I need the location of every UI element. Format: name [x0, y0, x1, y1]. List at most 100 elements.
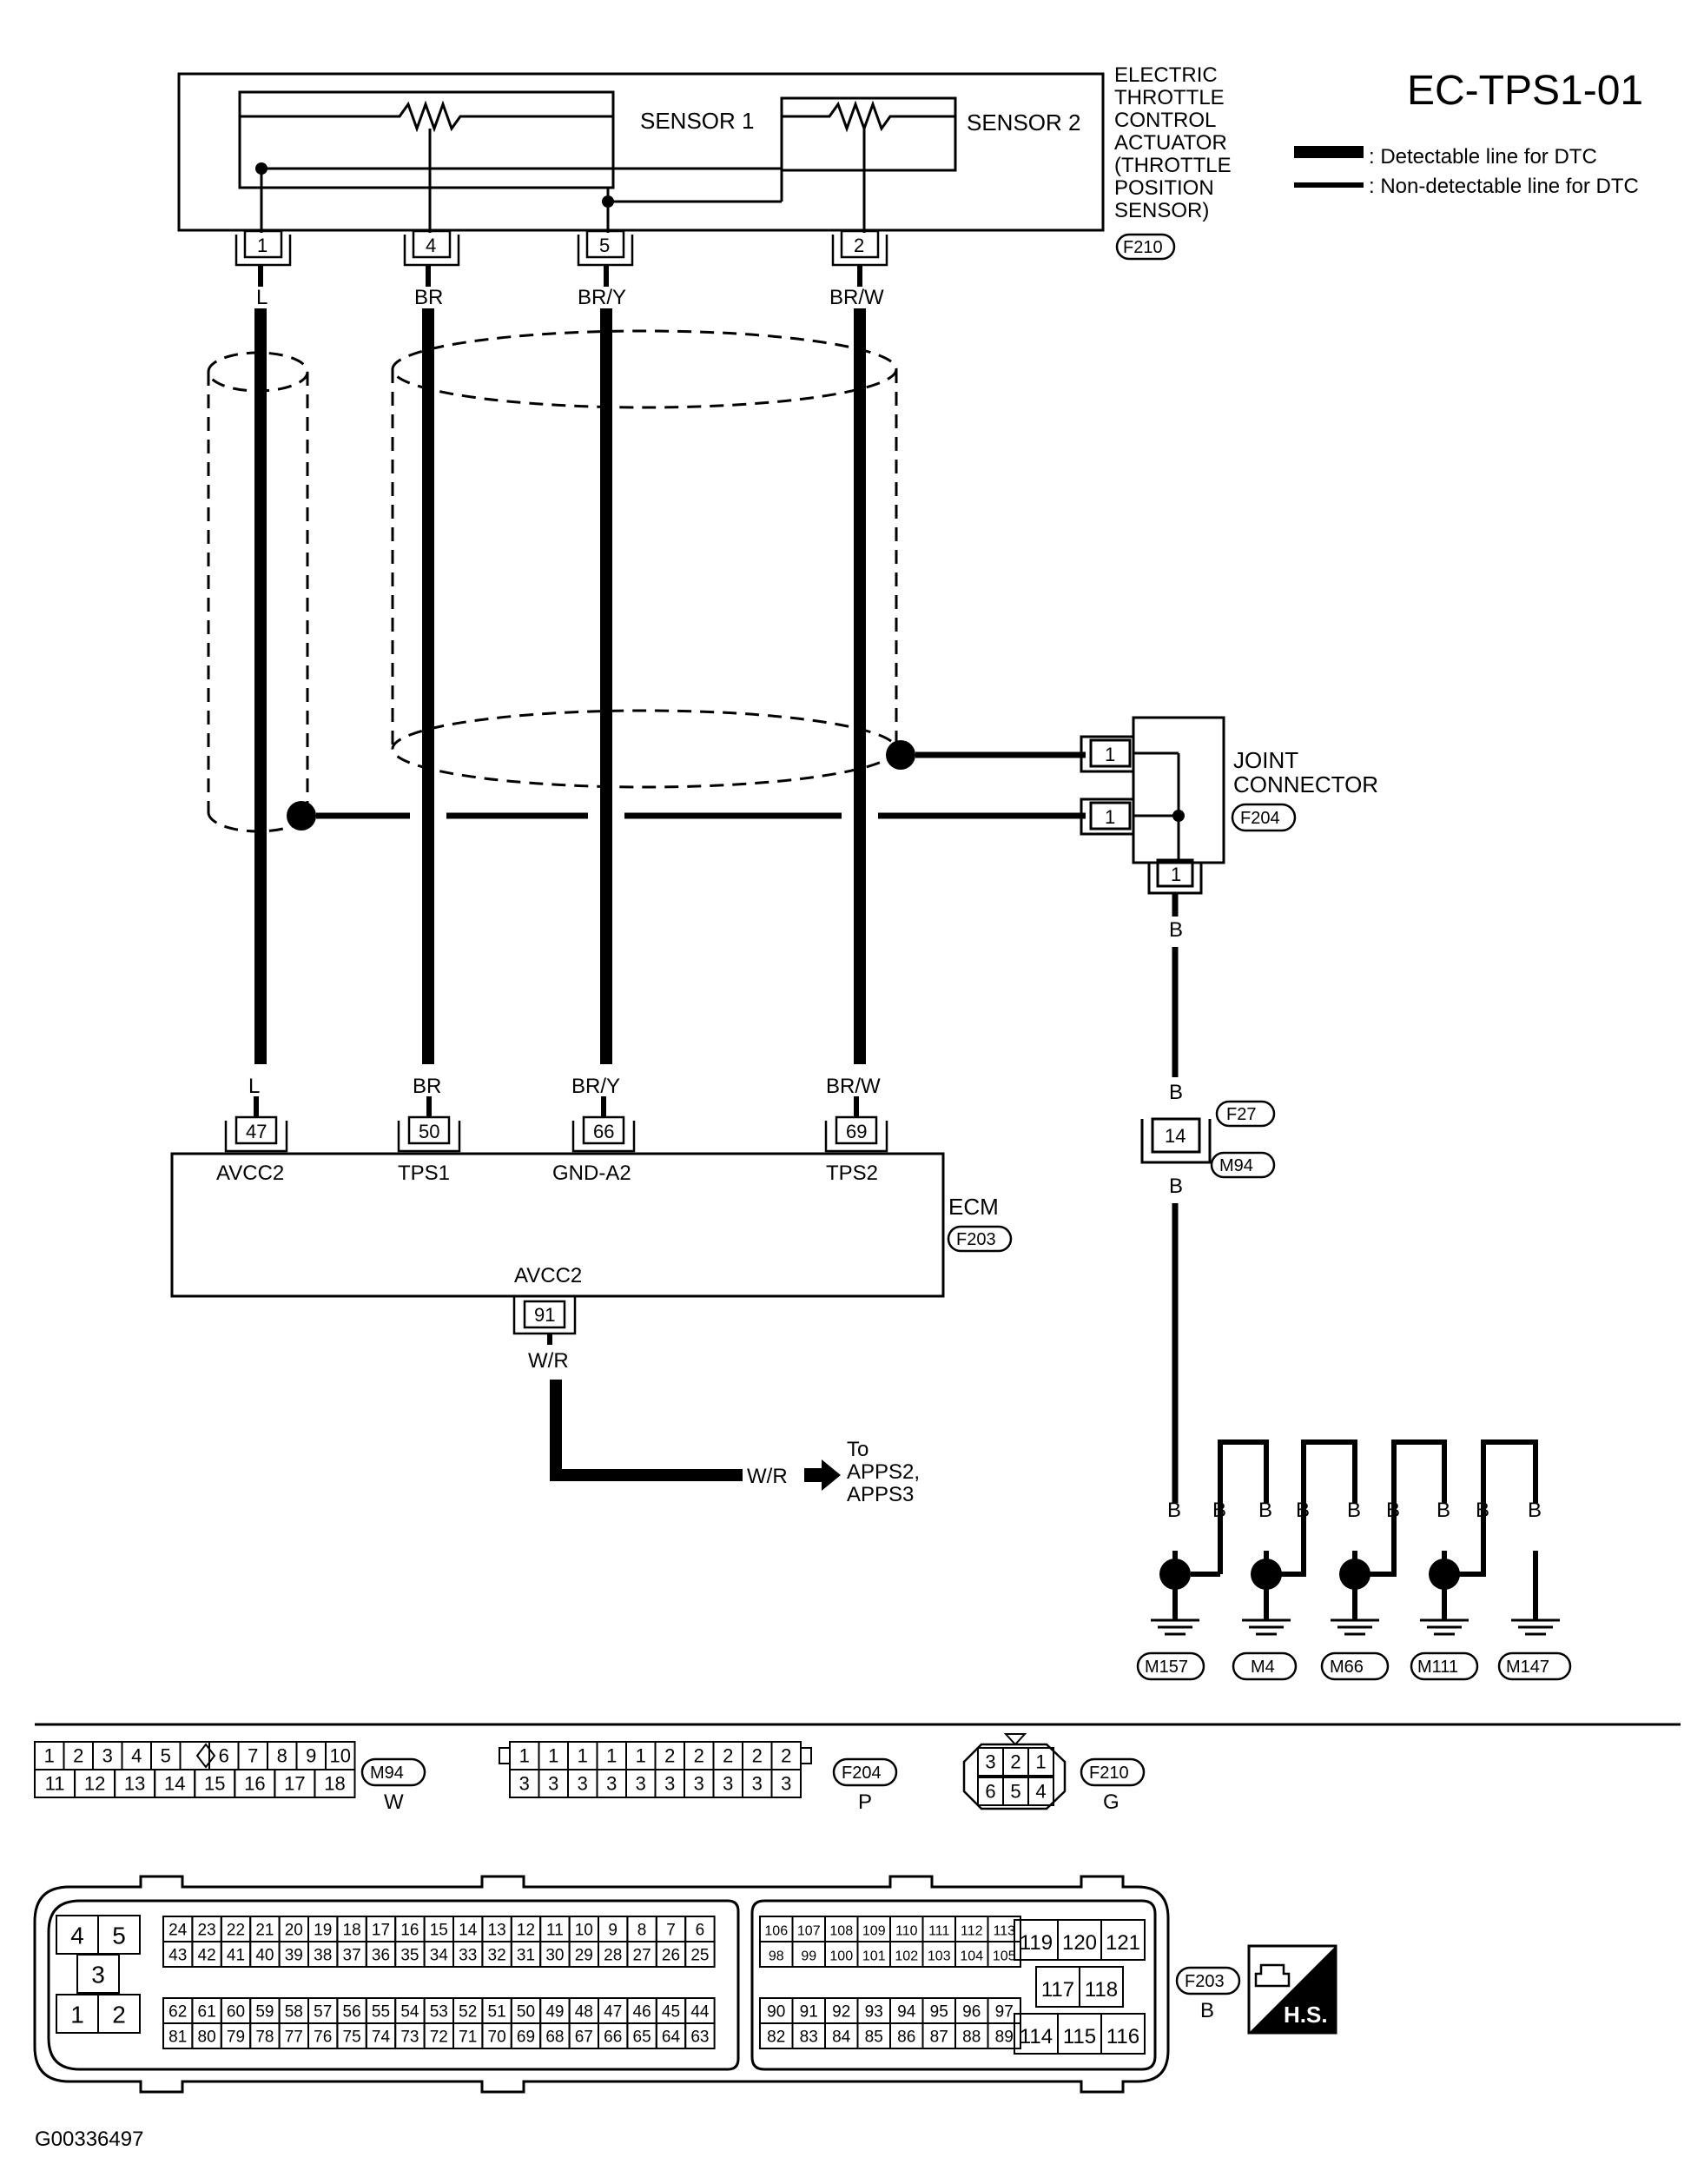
- ecm-pins: [224, 1115, 888, 1153]
- actuator-connector-id: F210: [1123, 238, 1163, 257]
- f203-pin-label: 61: [198, 2002, 216, 2021]
- f203-pin-label: 52: [459, 2002, 477, 2021]
- f203-cell: [684, 1941, 716, 1968]
- ecm-pin: 66: [593, 1121, 614, 1142]
- connector-badge: [360, 1757, 426, 1787]
- f204-id: F204: [842, 1764, 882, 1783]
- shield-right: [391, 329, 898, 789]
- f203-pin-label: 67: [575, 2028, 593, 2046]
- f210-pin-label: 3: [985, 1751, 995, 1773]
- f204-pin-label: 1: [578, 1745, 588, 1767]
- connector-badge: [1215, 1100, 1276, 1128]
- f203-pin-label: 79: [227, 2028, 245, 2046]
- joint-connector: [1080, 716, 1225, 895]
- actuator-title: ELECTRIC THROTTLE CONTROL ACTUATOR (THRO…: [1114, 63, 1232, 222]
- f203-pin-label: 90: [767, 2002, 785, 2021]
- f203-pin-label: 56: [343, 2002, 361, 2021]
- svg-text:THROTTLE: THROTTLE: [1114, 86, 1225, 109]
- sensor1-label: SENSOR 1: [640, 108, 755, 134]
- f203-pin-label: 65: [633, 2028, 651, 2046]
- f203-pin-label: 33: [459, 1946, 477, 1964]
- f203-pin-label: 53: [430, 2002, 448, 2021]
- f203-pin-label: 6: [696, 1921, 705, 1939]
- f203-pin-label: 20: [285, 1921, 303, 1939]
- legend: : Detectable line for DTC : Non-detectab…: [1294, 145, 1639, 198]
- f203-pin-label: 18: [343, 1921, 361, 1939]
- m94-pin-label: 13: [124, 1773, 145, 1795]
- f203-pin-label: 59: [255, 2002, 274, 2021]
- f204-pin-label: 2: [723, 1745, 733, 1767]
- f210-color: G: [1103, 1790, 1119, 1814]
- f203-pin-label: 112: [961, 1923, 983, 1938]
- ecm-connector-id: F203: [956, 1230, 996, 1249]
- ecm-box: [170, 1152, 945, 1298]
- ground-connector-id: M147: [1506, 1658, 1549, 1677]
- f203-pin-label: 43: [168, 1946, 187, 1964]
- f203-pin-label: 48: [575, 2002, 593, 2021]
- f203-pin-label: 12: [517, 1921, 535, 1939]
- f203-pin-label: 64: [662, 2028, 681, 2046]
- joint-connector-id: F204: [1240, 809, 1280, 828]
- f204-pin-label: 2: [752, 1745, 763, 1767]
- f203-pin-label: 115: [1063, 2025, 1096, 2048]
- f203-pin-label: 46: [633, 2002, 651, 2021]
- wire-color-label: W/R: [528, 1349, 569, 1373]
- f203-pin-label: 76: [314, 2028, 332, 2046]
- f203-pin-label: 95: [930, 2002, 948, 2021]
- connector-badge: [1231, 803, 1297, 832]
- ground-splice-dot: [1339, 1559, 1370, 1590]
- m94-pin-label: 7: [248, 1745, 258, 1767]
- f203-pin-label: 16: [400, 1921, 419, 1939]
- f203-pin-label: 116: [1106, 2025, 1139, 2048]
- ground-connector-id: M66: [1330, 1658, 1364, 1677]
- f203-pin-label: 62: [168, 2002, 187, 2021]
- svg-text:B: B: [1258, 1499, 1272, 1522]
- arrow-destination: APPS2,: [847, 1460, 920, 1484]
- f204-pin-label: 1: [548, 1745, 558, 1767]
- f203-pin-label: 23: [198, 1921, 216, 1939]
- arrow-right-icon: [804, 1459, 841, 1491]
- svg-text:B: B: [1212, 1499, 1226, 1522]
- f203-pin-label: 66: [604, 2028, 622, 2046]
- key-triangle-icon: [1003, 1733, 1027, 1746]
- f203-pin-label: 50: [517, 2002, 535, 2021]
- f204-pin-label: 3: [606, 1773, 617, 1795]
- f203-pin-label: 108: [829, 1923, 853, 1938]
- m94-pin-label: 12: [84, 1773, 105, 1795]
- svg-text:B: B: [1528, 1499, 1542, 1522]
- actuator-pin: 2: [854, 235, 864, 256]
- f203-pin-label: 4: [70, 1923, 84, 1949]
- f204-pin-label: 3: [752, 1773, 763, 1795]
- f203-pin-label: 83: [800, 2028, 818, 2046]
- wire-color-label: B: [1169, 1081, 1183, 1104]
- f203-pin-label: 40: [255, 1946, 274, 1964]
- f203-pin-label: 106: [764, 1923, 788, 1938]
- f203-pin-label: 35: [400, 1946, 419, 1964]
- joint-pin: 1: [1105, 806, 1115, 828]
- ecm-bottom-pin-name: AVCC2: [514, 1264, 582, 1287]
- inline-connector-id: M94: [1219, 1156, 1253, 1175]
- f203-pin-label: 37: [343, 1946, 361, 1964]
- inline-connector-id: F27: [1226, 1105, 1256, 1124]
- f203-pin-label: 75: [343, 2028, 361, 2046]
- f204-pin-label: 1: [636, 1745, 646, 1767]
- ground-connector-id: M111: [1417, 1658, 1458, 1677]
- f203-pin-label: 19: [314, 1921, 332, 1939]
- ground-splice-dot: [1429, 1559, 1460, 1590]
- inline-connector: [1140, 1117, 1212, 1164]
- f203-pin-label: 68: [545, 2028, 564, 2046]
- f203-pin-label: 81: [168, 2028, 187, 2046]
- arrow-destination: To: [847, 1438, 869, 1461]
- svg-text:CONTROL: CONTROL: [1114, 109, 1216, 132]
- f203-color: B: [1200, 1999, 1214, 2022]
- f203-pin-label: 113: [993, 1923, 1015, 1938]
- f210-pin-label: 1: [1035, 1751, 1046, 1773]
- f203-pin-label: 31: [517, 1946, 535, 1964]
- f203-pin-label: 111: [928, 1923, 949, 1938]
- f203-pin-label: 93: [865, 2002, 883, 2021]
- f203-pin-label: 26: [662, 1946, 680, 1964]
